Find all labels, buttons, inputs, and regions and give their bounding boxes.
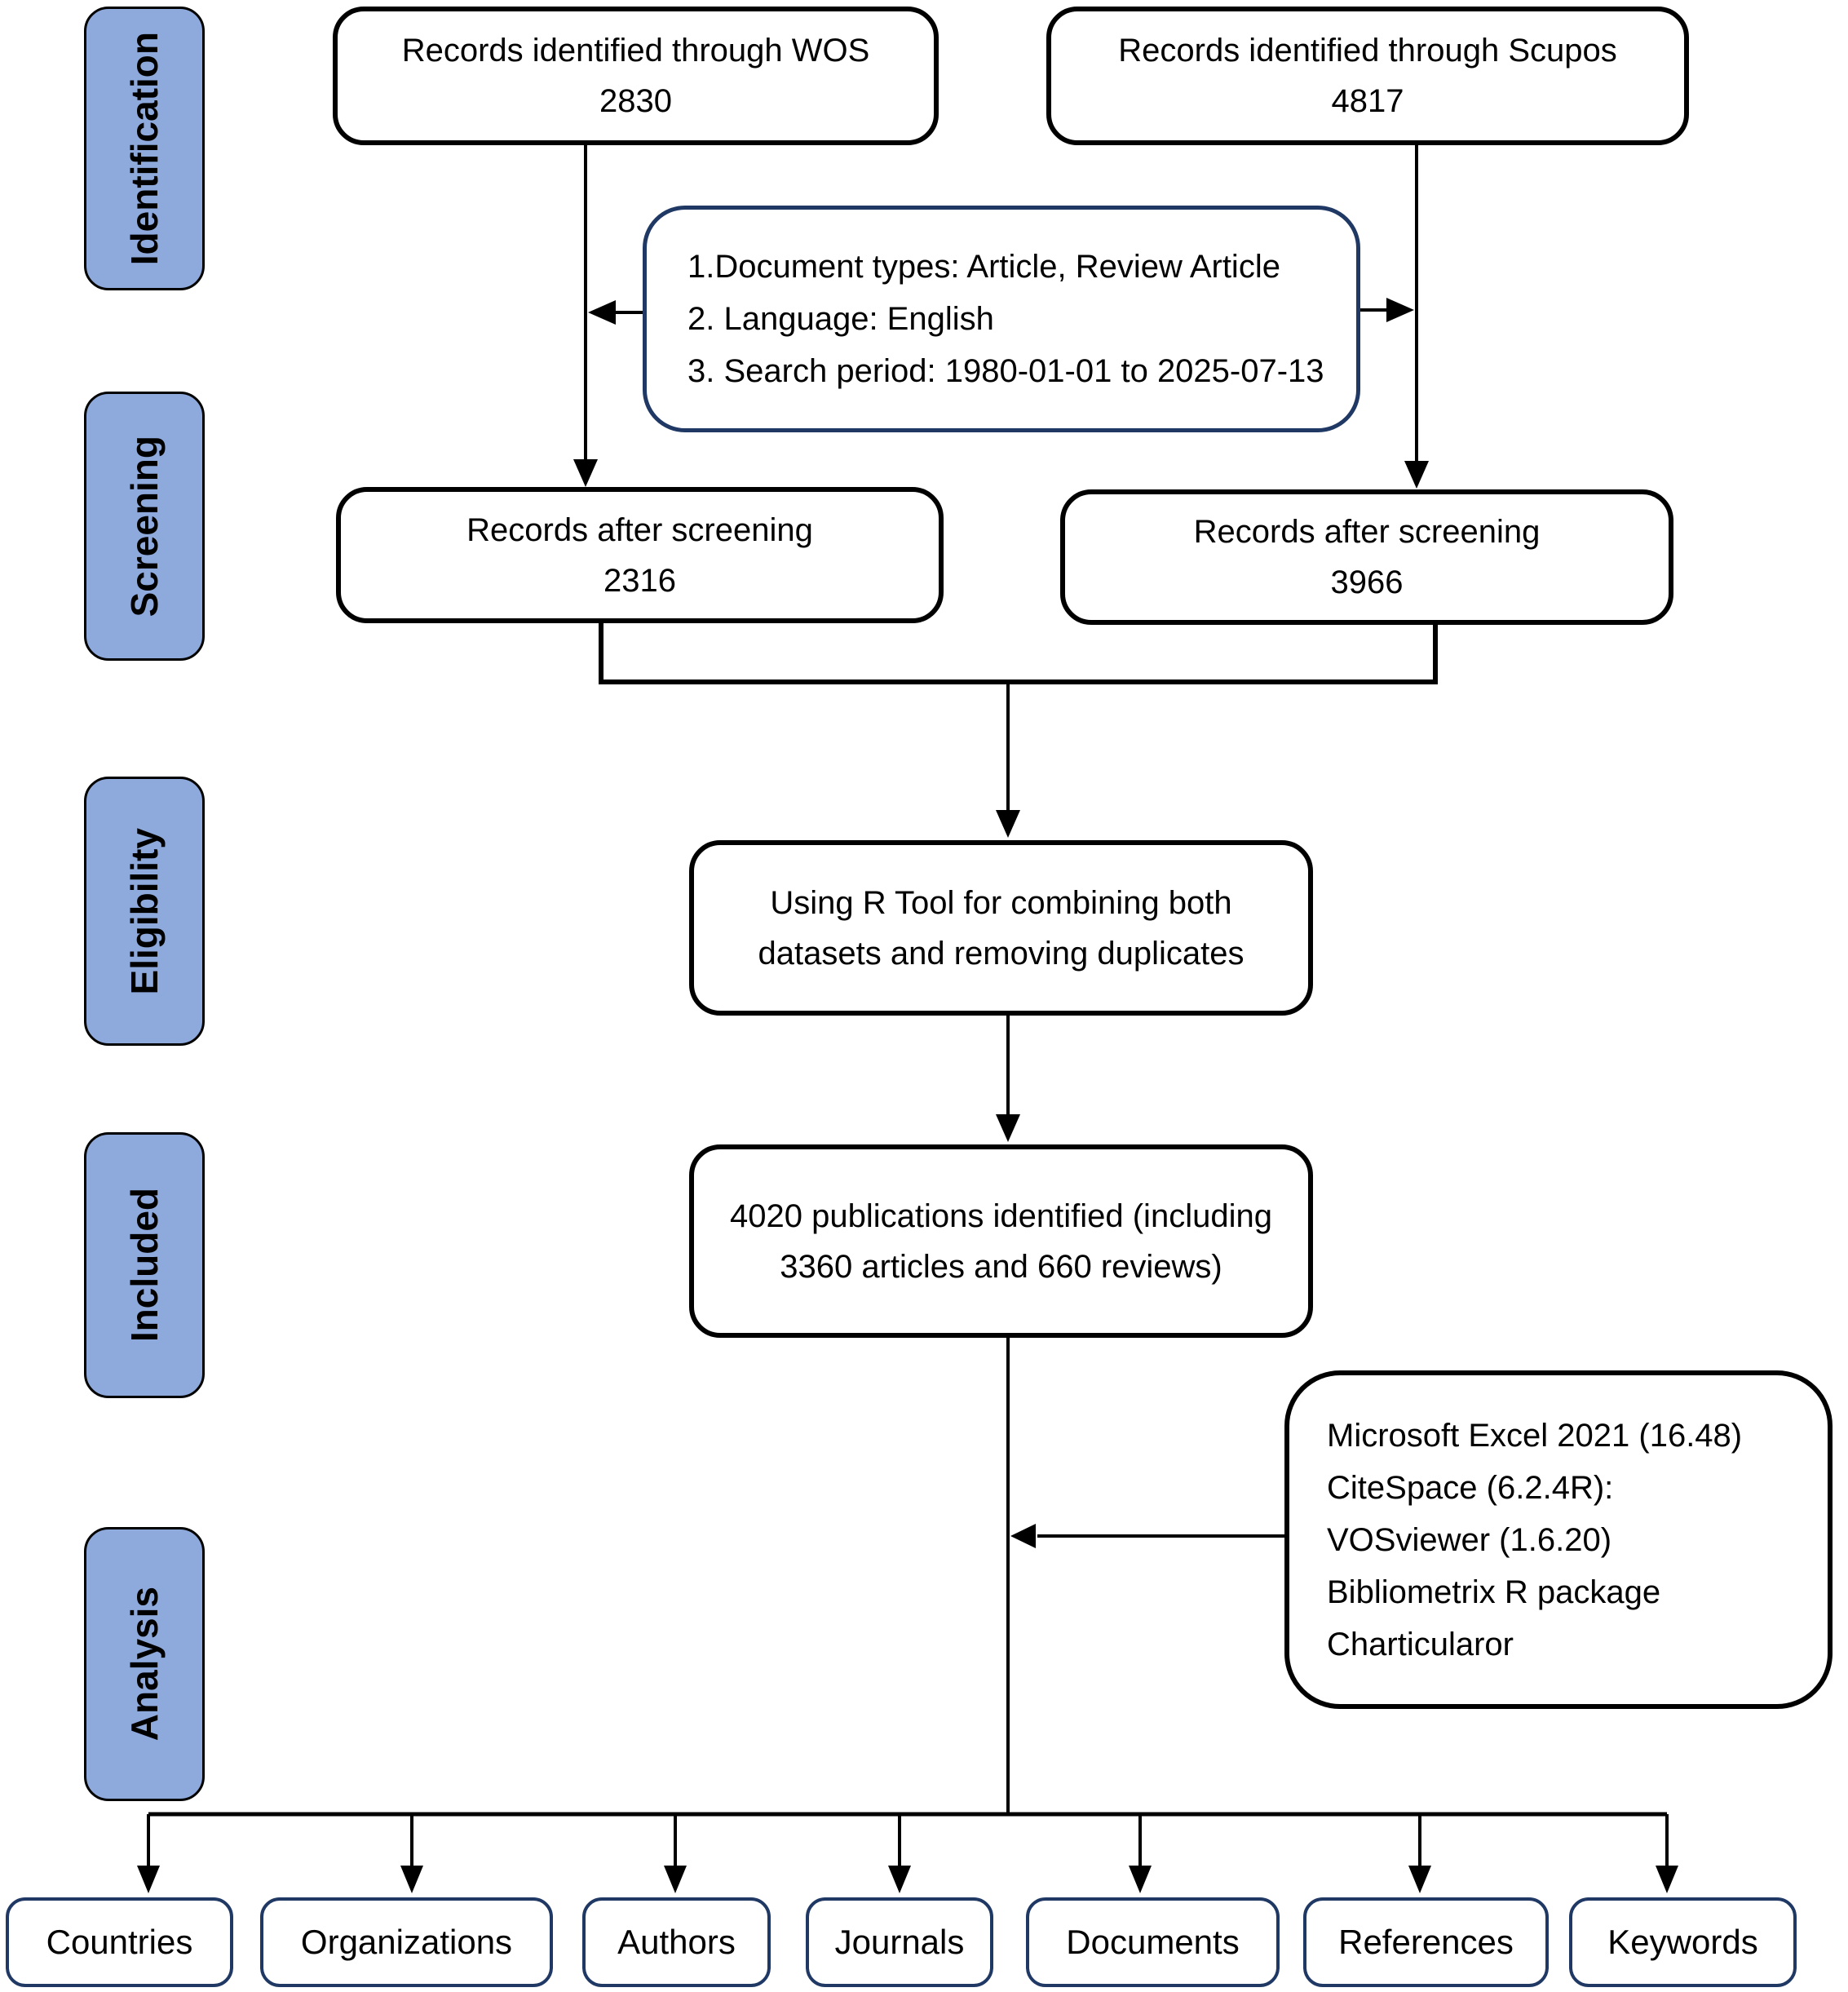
output-box-references: References <box>1303 1897 1549 1987</box>
box-screened-wos-count: 2316 <box>603 562 676 599</box>
stage-included-label: Included <box>123 1188 166 1343</box>
output-box-countries: Countries <box>6 1897 233 1987</box>
box-records-wos: Records identified through WOS 2830 <box>333 7 939 145</box>
output-journals-label: Journals <box>834 1923 965 1961</box>
output-box-documents: Documents <box>1026 1897 1280 1987</box>
output-documents-label: Documents <box>1066 1923 1240 1961</box>
arrow-to-journals <box>888 1814 911 1893</box>
stage-eligibility-label: Eligibility <box>123 827 166 995</box>
box-records-scopus-title: Records identified through Scupos <box>1118 33 1617 69</box>
tool-charticulator: Charticularor <box>1327 1626 1514 1662</box>
arrow-to-keywords <box>1656 1814 1678 1893</box>
stage-identification: Identification <box>84 7 205 290</box>
box-screened-scopus: Records after screening 3966 <box>1060 489 1673 625</box>
arrow-to-documents <box>1129 1814 1152 1893</box>
arrow-scopus-to-screening <box>1404 145 1429 489</box>
box-rtool-merge: Using R Tool for combining both datasets… <box>689 840 1313 1016</box>
output-keywords-label: Keywords <box>1607 1923 1758 1961</box>
output-box-journals: Journals <box>806 1897 993 1987</box>
arrow-criteria-right <box>1360 298 1414 322</box>
stage-screening-label: Screening <box>123 435 166 618</box>
box-publications-included: 4020 publications identified (including … <box>689 1144 1313 1338</box>
connector-merge-bracket <box>599 623 1438 684</box>
arrow-rtool-to-included <box>996 1016 1020 1142</box>
arrow-criteria-left <box>588 300 643 325</box>
output-authors-label: Authors <box>617 1923 736 1961</box>
box-screened-scopus-title: Records after screening <box>1193 514 1541 550</box>
box-publications-included-text: 4020 publications identified (including … <box>730 1197 1272 1285</box>
tool-bibliometrix: Bibliometrix R package <box>1327 1574 1661 1610</box>
box-records-scopus: Records identified through Scupos 4817 <box>1046 7 1689 145</box>
arrow-tools-to-centerline <box>1010 1524 1284 1548</box>
arrow-to-references <box>1408 1814 1431 1893</box>
criteria-line-search-period: 3. Search period: 1980-01-01 to 2025-07-… <box>687 353 1324 389</box>
tool-citespace: CiteSpace (6.2.4R): <box>1327 1469 1614 1506</box>
tool-vosviewer: VOSviewer (1.6.20) <box>1327 1521 1612 1558</box>
output-box-authors: Authors <box>582 1897 771 1987</box>
arrow-wos-to-screening <box>573 145 598 487</box>
stage-included: Included <box>84 1132 205 1398</box>
box-screened-wos-title: Records after screening <box>466 511 813 548</box>
arrow-to-organizations <box>400 1814 423 1893</box>
stage-screening: Screening <box>84 392 205 661</box>
box-screened-scopus-count: 3966 <box>1330 564 1404 600</box>
output-box-organizations: Organizations <box>260 1897 553 1987</box>
output-organizations-label: Organizations <box>300 1923 513 1961</box>
tool-excel: Microsoft Excel 2021 (16.48) <box>1327 1417 1743 1454</box>
criteria-line-document-types: 1.Document types: Article, Review Articl… <box>687 249 1280 285</box>
output-countries-label: Countries <box>46 1923 193 1961</box>
box-screened-wos: Records after screening 2316 <box>336 487 944 623</box>
box-rtool-merge-text: Using R Tool for combining both datasets… <box>758 884 1245 972</box>
stage-identification-label: Identification <box>123 31 166 266</box>
box-screening-criteria: 1.Document types: Article, Review Articl… <box>643 206 1360 432</box>
arrow-to-countries <box>137 1814 160 1893</box>
output-box-keywords: Keywords <box>1569 1897 1797 1987</box>
stage-analysis: Analysis <box>84 1527 205 1801</box>
output-references-label: References <box>1338 1923 1514 1961</box>
arrow-to-authors <box>664 1814 687 1893</box>
arrow-merge-to-rtool <box>996 682 1020 838</box>
box-records-scopus-count: 4817 <box>1331 83 1404 119</box>
stage-eligibility: Eligibility <box>84 777 205 1046</box>
criteria-line-language: 2. Language: English <box>687 301 994 337</box>
box-records-wos-count: 2830 <box>599 83 672 119</box>
box-analysis-tools: Microsoft Excel 2021 (16.48) CiteSpace (… <box>1284 1370 1833 1709</box>
stage-analysis-label: Analysis <box>123 1587 166 1742</box>
box-records-wos-title: Records identified through WOS <box>401 33 870 69</box>
